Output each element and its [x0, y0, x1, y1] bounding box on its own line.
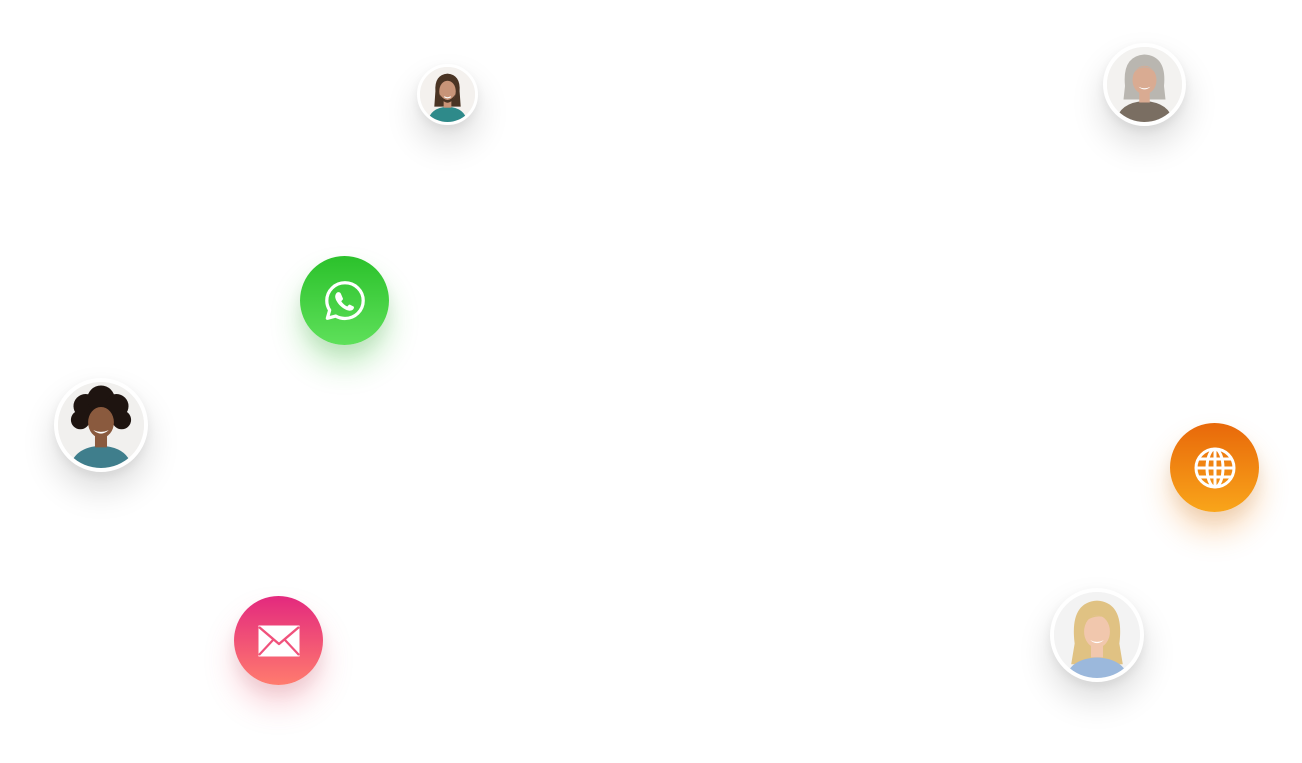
email-channel-badge: [234, 596, 323, 685]
avatar-portrait: [1054, 592, 1140, 678]
mail-icon: [257, 625, 300, 656]
whatsapp-channel-badge: [300, 256, 389, 345]
globe-icon: [1194, 447, 1235, 488]
avatar-woman-blonde-hair: [1050, 588, 1144, 682]
whatsapp-icon: [324, 280, 365, 320]
avatar-portrait: [1107, 47, 1182, 122]
avatar-man-long-hair: [417, 64, 478, 125]
avatar-portrait: [420, 67, 475, 122]
avatar-older-woman-gray-hair: [1103, 43, 1186, 126]
web-channel-badge: [1170, 423, 1259, 512]
avatar-woman-curly-hair: [54, 378, 148, 472]
avatar-portrait: [58, 382, 144, 468]
